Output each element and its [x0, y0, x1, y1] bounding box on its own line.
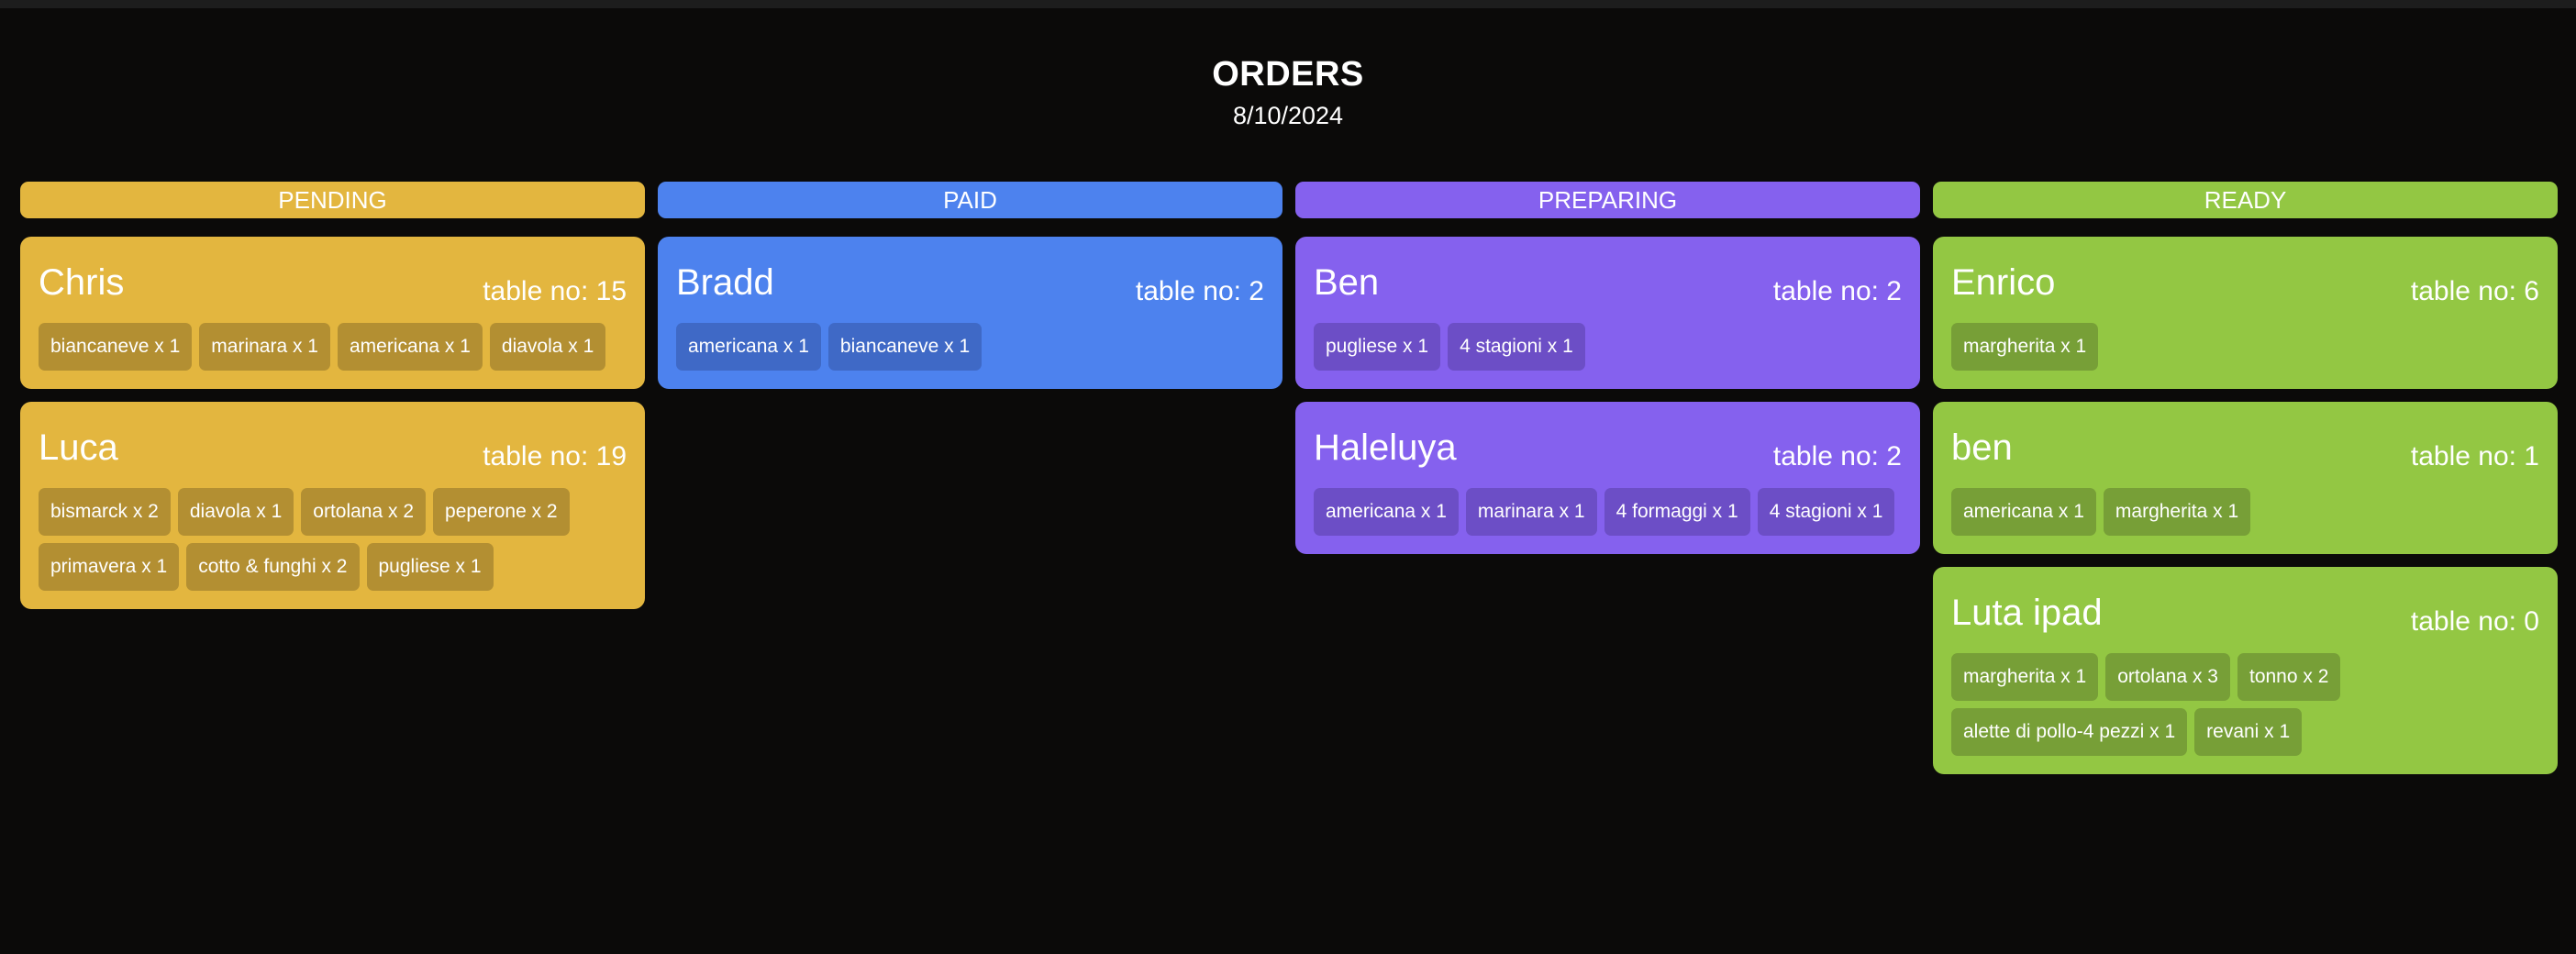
order-item-chip: ortolana x 2	[301, 488, 427, 536]
order-item-chip: revani x 1	[2194, 708, 2303, 756]
order-item-chip: marinara x 1	[199, 323, 330, 371]
order-customer-name: Bradd	[676, 262, 774, 303]
order-item-chip: margherita x 1	[1951, 323, 2099, 371]
order-card[interactable]: Bradd table no: 2 americana x 1 biancane…	[658, 237, 1282, 389]
order-items: margherita x 1 ortolana x 3 tonno x 2 al…	[1951, 653, 2539, 756]
order-item-chip: 4 stagioni x 1	[1757, 488, 1895, 536]
order-items: margherita x 1	[1951, 323, 2539, 371]
order-customer-name: Luta ipad	[1951, 593, 2103, 633]
order-item-chip: diavola x 1	[177, 488, 294, 536]
order-item-chip: cotto & funghi x 2	[186, 543, 360, 591]
order-item-chip: pugliese x 1	[1314, 323, 1441, 371]
column-ready: READY Enrico table no: 6 margherita x 1 …	[1933, 182, 2558, 787]
order-customer-name: Chris	[39, 262, 125, 303]
order-customer-name: ben	[1951, 427, 2013, 468]
order-item-chip: biancaneve x 1	[827, 323, 983, 371]
order-item-chip: alette di pollo-4 pezzi x 1	[1951, 708, 2188, 756]
page-title: ORDERS	[1212, 55, 1364, 94]
order-customer-name: Haleluya	[1314, 427, 1457, 468]
order-table-number: table no: 1	[2410, 441, 2539, 471]
order-card[interactable]: Haleluya table no: 2 americana x 1 marin…	[1295, 402, 1920, 554]
order-items: americana x 1 margherita x 1	[1951, 488, 2539, 536]
order-card[interactable]: Luca table no: 19 bismarck x 2 diavola x…	[20, 402, 645, 609]
column-pending: PENDING Chris table no: 15 biancaneve x …	[20, 182, 645, 787]
page-date: 8/10/2024	[1232, 102, 1344, 129]
top-bar	[0, 0, 2576, 8]
column-header-pending: PENDING	[20, 182, 645, 218]
order-item-chip: 4 stagioni x 1	[1448, 323, 1585, 371]
column-header-preparing: PREPARING	[1295, 182, 1920, 218]
order-card[interactable]: Chris table no: 15 biancaneve x 1 marina…	[20, 237, 645, 389]
order-table-number: table no: 2	[1772, 441, 1902, 471]
order-item-chip: margherita x 1	[2103, 488, 2251, 536]
orders-board: PENDING Chris table no: 15 biancaneve x …	[20, 182, 2558, 787]
order-item-chip: ortolana x 3	[2105, 653, 2230, 701]
order-table-number: table no: 15	[483, 276, 627, 306]
order-item-chip: margherita x 1	[1951, 653, 2099, 701]
order-item-chip: peperone x 2	[433, 488, 570, 536]
order-item-chip: biancaneve x 1	[39, 323, 193, 371]
order-table-number: table no: 19	[483, 441, 627, 471]
order-item-chip: diavola x 1	[489, 323, 606, 371]
order-item-chip: bismarck x 2	[39, 488, 171, 536]
order-item-chip: americana x 1	[1951, 488, 2096, 536]
order-item-chip: americana x 1	[1314, 488, 1459, 536]
order-items: biancaneve x 1 marinara x 1 americana x …	[39, 323, 627, 371]
order-customer-name: Luca	[39, 427, 118, 468]
order-item-chip: 4 formaggi x 1	[1604, 488, 1750, 536]
order-items: pugliese x 1 4 stagioni x 1	[1314, 323, 1902, 371]
column-header-paid: PAID	[658, 182, 1282, 218]
order-table-number: table no: 0	[2410, 606, 2539, 637]
order-item-chip: primavera x 1	[39, 543, 180, 591]
order-card[interactable]: ben table no: 1 americana x 1 margherita…	[1933, 402, 2558, 554]
column-paid: PAID Bradd table no: 2 americana x 1 bia…	[658, 182, 1282, 787]
order-item-chip: pugliese x 1	[366, 543, 494, 591]
order-item-chip: marinara x 1	[1465, 488, 1597, 536]
order-item-chip: americana x 1	[338, 323, 483, 371]
order-items: bismarck x 2 diavola x 1 ortolana x 2 pe…	[39, 488, 627, 591]
order-card[interactable]: Luta ipad table no: 0 margherita x 1 ort…	[1933, 567, 2558, 774]
order-items: americana x 1 biancaneve x 1	[676, 323, 1264, 371]
column-preparing: PREPARING Ben table no: 2 pugliese x 1 4…	[1295, 182, 1920, 787]
order-item-chip: americana x 1	[676, 323, 821, 371]
order-table-number: table no: 6	[2410, 276, 2539, 306]
order-customer-name: Enrico	[1951, 262, 2056, 303]
order-card[interactable]: Enrico table no: 6 margherita x 1	[1933, 237, 2558, 389]
order-customer-name: Ben	[1314, 262, 1380, 303]
order-item-chip: tonno x 2	[2237, 653, 2341, 701]
order-card[interactable]: Ben table no: 2 pugliese x 1 4 stagioni …	[1295, 237, 1920, 389]
page-header: ORDERS 8/10/2024	[0, 51, 2576, 134]
order-table-number: table no: 2	[1135, 276, 1264, 306]
column-header-ready: READY	[1933, 182, 2558, 218]
order-table-number: table no: 2	[1772, 276, 1902, 306]
order-items: americana x 1 marinara x 1 4 formaggi x …	[1314, 488, 1902, 536]
